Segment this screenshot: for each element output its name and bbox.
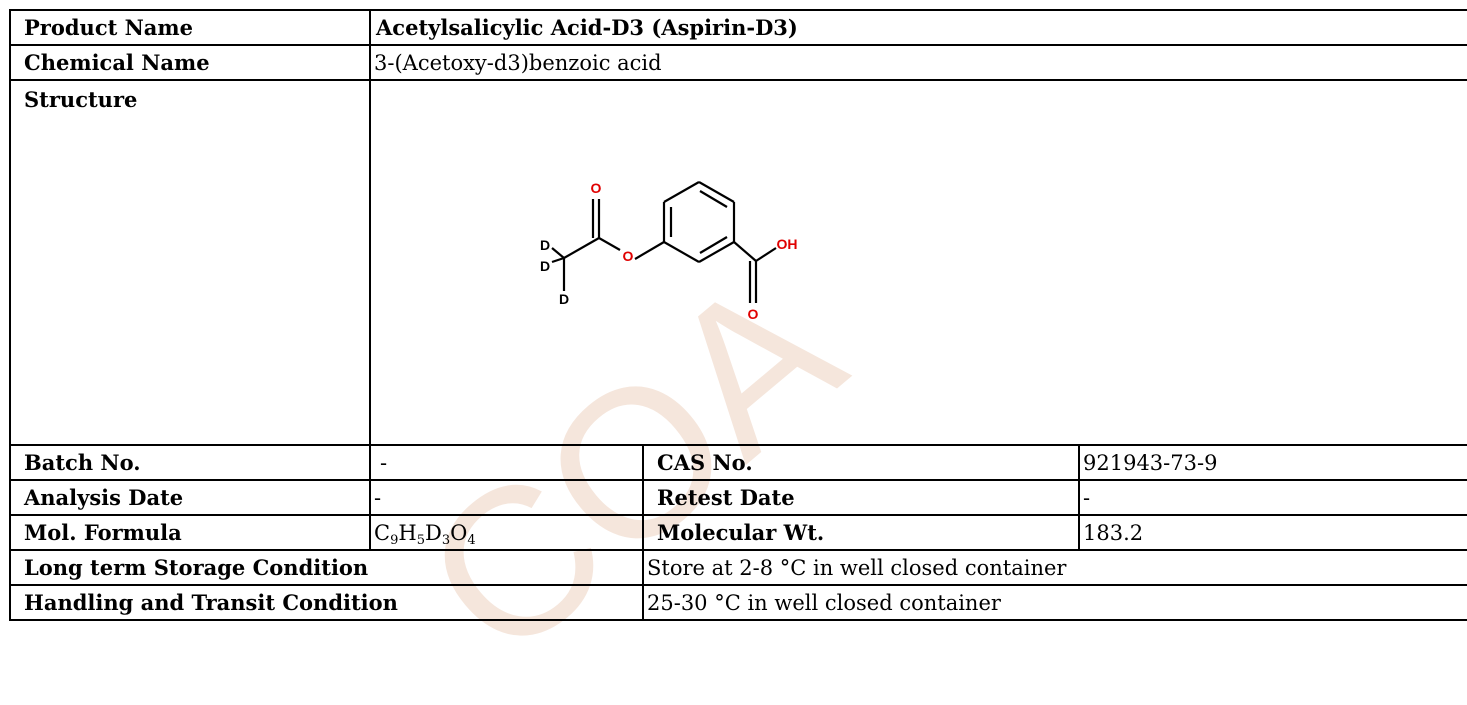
handling-label: Handling and Transit Condition: [9, 584, 644, 621]
atom-oh: OH: [777, 236, 798, 252]
structure-bonds: [551, 181, 777, 303]
bond-ring-cooh: [733, 241, 757, 262]
ring-bond: [698, 181, 735, 203]
atom-d: D: [540, 258, 550, 274]
row-product-name: Product Name Acetylsalicylic Acid-D3 (As…: [9, 9, 1467, 46]
mol-formula-label: Mol. Formula: [9, 514, 371, 551]
atom-o-carbonyl: O: [591, 180, 602, 196]
cas-no-label: CAS No.: [642, 444, 1080, 481]
atom-o-acid: O: [748, 306, 759, 322]
row-formula-weight: Mol. Formula C9H5D3O4 Molecular Wt. 183.…: [9, 514, 1467, 551]
formula-count: 9: [390, 532, 399, 548]
handling-value: 25-30 °C in well closed container: [641, 584, 1467, 621]
molecular-wt-value: 183.2: [1077, 514, 1467, 551]
batch-no-value: -: [369, 444, 644, 481]
row-storage: Long term Storage Condition Store at 2-8…: [9, 549, 1467, 586]
formula-element: O: [450, 520, 468, 545]
row-dates: Analysis Date - Retest Date -: [9, 479, 1467, 516]
atom-d: D: [540, 237, 550, 253]
bond-c-cd3: [563, 237, 600, 259]
formula-element: H: [398, 520, 417, 545]
product-name-value: Acetylsalicylic Acid-D3 (Aspirin-D3): [368, 9, 1467, 46]
bond-ring-o: [634, 241, 665, 260]
storage-value: Store at 2-8 °C in well closed container: [641, 549, 1467, 586]
row-handling: Handling and Transit Condition 25-30 °C …: [9, 584, 1467, 621]
analysis-date-label: Analysis Date: [9, 479, 371, 516]
product-name-label: Product Name: [9, 9, 371, 46]
bond-c-d: [551, 247, 565, 259]
bond-c-oh: [755, 247, 777, 262]
chemical-name-label: Chemical Name: [9, 44, 371, 81]
chemical-name-value: 3-(Acetoxy-d3)benzoic acid: [368, 44, 1467, 81]
ring-double-bond: [699, 190, 728, 208]
atom-o-ester: O: [623, 248, 634, 264]
batch-no-label: Batch No.: [9, 444, 371, 481]
formula-element: D: [424, 520, 442, 545]
ring-bond: [698, 241, 735, 263]
row-chemical-name: Chemical Name 3-(Acetoxy-d3)benzoic acid: [9, 44, 1467, 81]
row-batch-cas: Batch No. - CAS No. 921943-73-9: [9, 444, 1467, 481]
ring-bond: [663, 241, 700, 263]
molecular-wt-label: Molecular Wt.: [642, 514, 1080, 551]
storage-label: Long term Storage Condition: [9, 549, 644, 586]
retest-date-value: -: [1077, 479, 1467, 516]
bond-o-carbonyl-c: [598, 237, 621, 251]
formula-element: C: [374, 520, 391, 545]
formula-count: 5: [416, 532, 425, 548]
coa-table: Product Name Acetylsalicylic Acid-D3 (As…: [9, 9, 1467, 621]
cas-no-value: 921943-73-9: [1077, 444, 1467, 481]
analysis-date-value: -: [369, 479, 644, 516]
atom-d: D: [559, 291, 569, 307]
formula-count: 3: [441, 532, 451, 548]
retest-date-label: Retest Date: [642, 479, 1080, 516]
ring-double-bond: [699, 236, 728, 254]
bond-c-d: [551, 256, 565, 264]
formula-count: 4: [467, 532, 476, 548]
ring-bond: [663, 181, 700, 203]
structure-label: Structure: [9, 79, 371, 446]
mol-formula-value: C9H5D3O4: [369, 514, 644, 551]
